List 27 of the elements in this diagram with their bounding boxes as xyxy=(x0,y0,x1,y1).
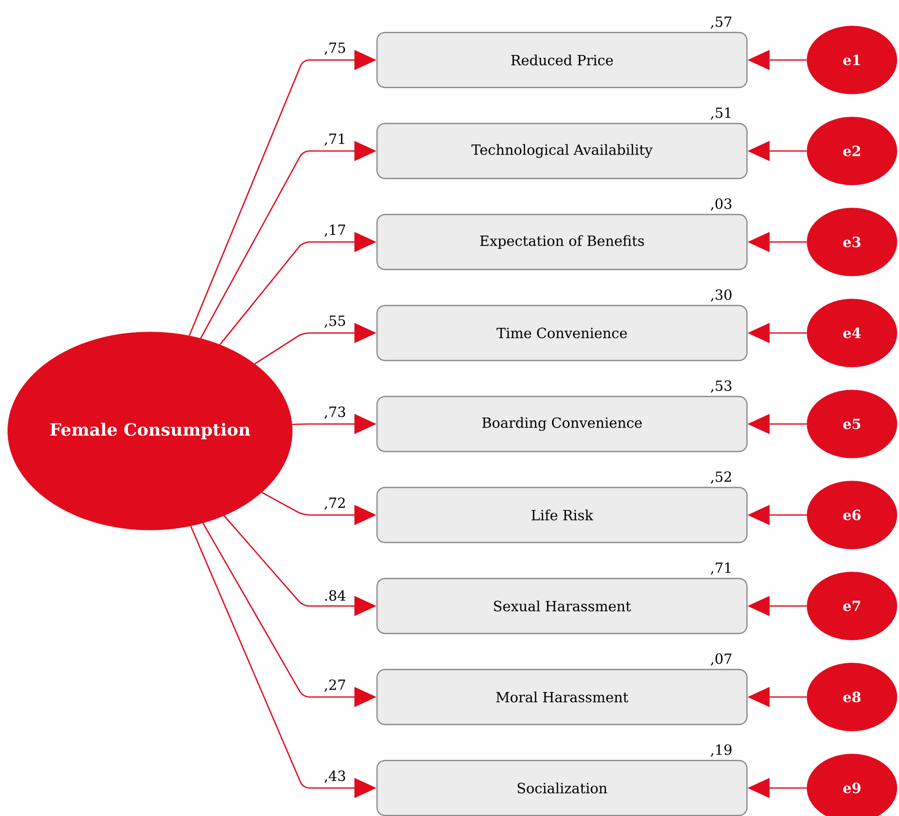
edge-label: ,72 xyxy=(322,496,348,511)
indicator-box: Moral Harassment xyxy=(376,668,748,726)
edge-label: ,43 xyxy=(322,769,348,784)
r-squared-label: ,03 xyxy=(710,198,732,211)
indicator-box: Socialization xyxy=(376,760,748,816)
indicator-box: Expectation of Benefits xyxy=(376,214,748,270)
indicator-box: Sexual Harassment xyxy=(376,578,748,634)
r-squared-label: ,51 xyxy=(710,107,730,120)
r-squared-label: ,53 xyxy=(710,380,732,393)
r-squared-label: ,57 xyxy=(710,16,732,29)
edge-label: .84 xyxy=(322,589,348,602)
indicator-box: Boarding Convenience xyxy=(376,396,748,452)
r-squared-label: ,19 xyxy=(710,744,732,757)
indicator-box: Time Convenience xyxy=(376,304,748,362)
edge-label: ,73 xyxy=(322,406,348,420)
r-squared-label: ,71 xyxy=(710,562,730,575)
edge-label: ,55 xyxy=(322,314,348,329)
edge-label: ,71 xyxy=(322,132,348,147)
edge-label: ,75 xyxy=(322,42,348,56)
indicator-box: Technological Availability xyxy=(376,122,748,180)
r-squared-label: ,30 xyxy=(710,289,732,302)
edge-label: ,17 xyxy=(322,223,348,238)
r-squared-label: ,07 xyxy=(710,653,732,666)
r-squared-label: ,52 xyxy=(710,471,732,484)
indicator-box: Reduced Price xyxy=(376,32,748,88)
indicator-box: Life Risk xyxy=(376,486,748,544)
edge-label: ,27 xyxy=(322,678,348,693)
